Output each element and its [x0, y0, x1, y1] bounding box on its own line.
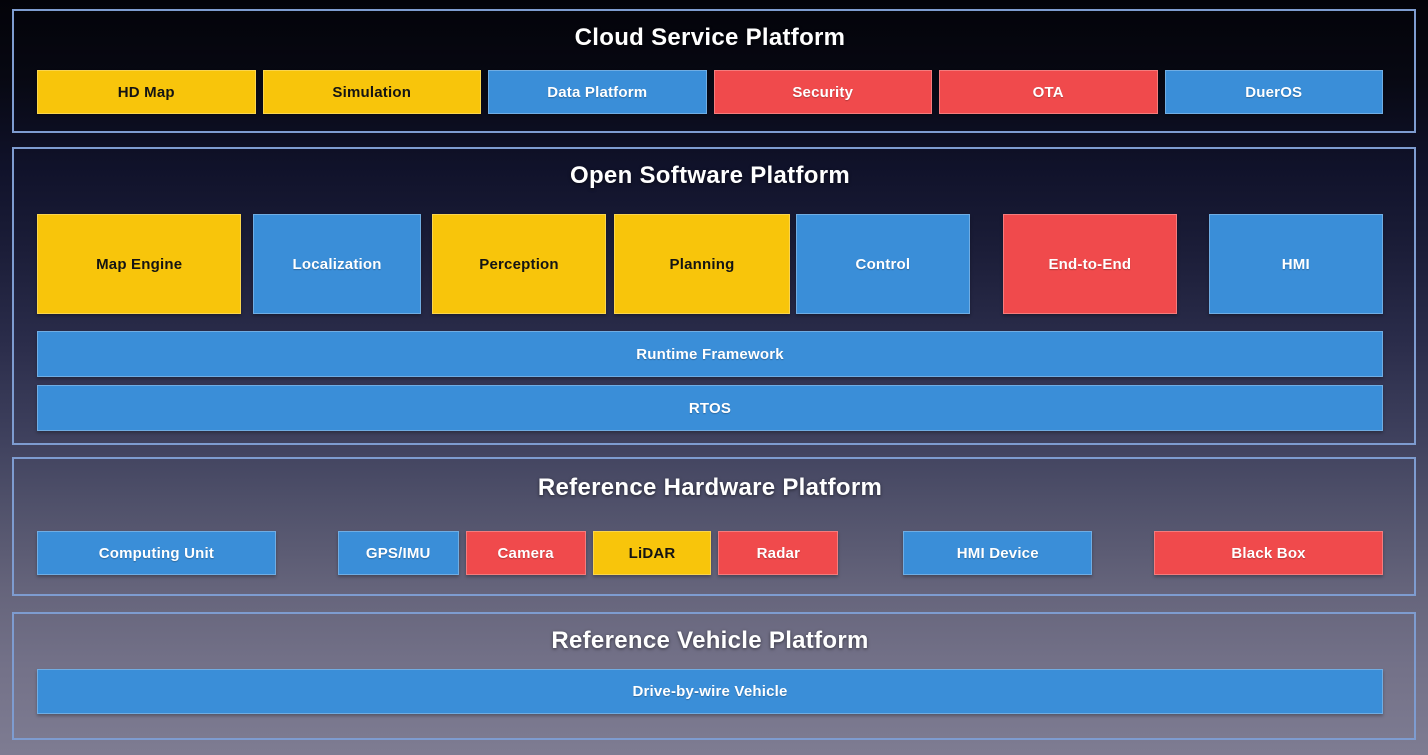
block-dueros: DuerOS — [1164, 70, 1383, 114]
block-hmi: HMI — [1208, 214, 1383, 314]
block-ota: OTA — [939, 70, 1158, 114]
block-radar: Radar — [718, 531, 839, 575]
bar-runtime-framework: Runtime Framework — [37, 331, 1383, 377]
bar-rtos: RTOS — [37, 385, 1383, 431]
block-computing-unit: Computing Unit — [37, 531, 276, 575]
bar-drive-by-wire-vehicle: Drive-by-wire Vehicle — [37, 669, 1383, 714]
section-title: Reference Hardware Platform — [537, 474, 883, 501]
block-simulation: Simulation — [262, 70, 481, 114]
section-reference-hardware-platform: Reference Hardware Platform Computing Un… — [12, 457, 1416, 596]
block-data-platform: Data Platform — [488, 70, 707, 114]
block-lidar: LiDAR — [592, 531, 712, 575]
cloud-blocks-row: HD Map Simulation Data Platform Security… — [37, 70, 1383, 114]
block-gps-imu: GPS/IMU — [337, 531, 459, 575]
section-title: Reference Vehicle Platform — [551, 627, 869, 654]
block-control: Control — [795, 214, 971, 314]
block-planning: Planning — [614, 214, 790, 314]
block-perception: Perception — [431, 214, 607, 314]
block-black-box: Black Box — [1154, 531, 1383, 575]
hardware-blocks-row: Computing Unit GPS/IMU Camera LiDAR Rada… — [37, 531, 1383, 575]
block-map-engine: Map Engine — [37, 214, 242, 314]
section-title: Open Software Platform — [570, 162, 850, 189]
block-hd-map: HD Map — [37, 70, 256, 114]
section-cloud-service-platform: Cloud Service Platform HD Map Simulation… — [12, 9, 1416, 133]
section-title: Cloud Service Platform — [574, 24, 846, 51]
section-reference-vehicle-platform: Reference Vehicle Platform Drive-by-wire… — [12, 612, 1416, 740]
block-security: Security — [713, 70, 932, 114]
block-camera: Camera — [465, 531, 586, 575]
block-hmi-device: HMI Device — [903, 531, 1093, 575]
block-end-to-end: End-to-End — [1003, 214, 1177, 314]
block-localization: Localization — [253, 214, 421, 314]
section-open-software-platform: Open Software Platform Map Engine Locali… — [12, 147, 1416, 445]
software-modules-row: Map Engine Localization Perception Plann… — [37, 214, 1383, 314]
